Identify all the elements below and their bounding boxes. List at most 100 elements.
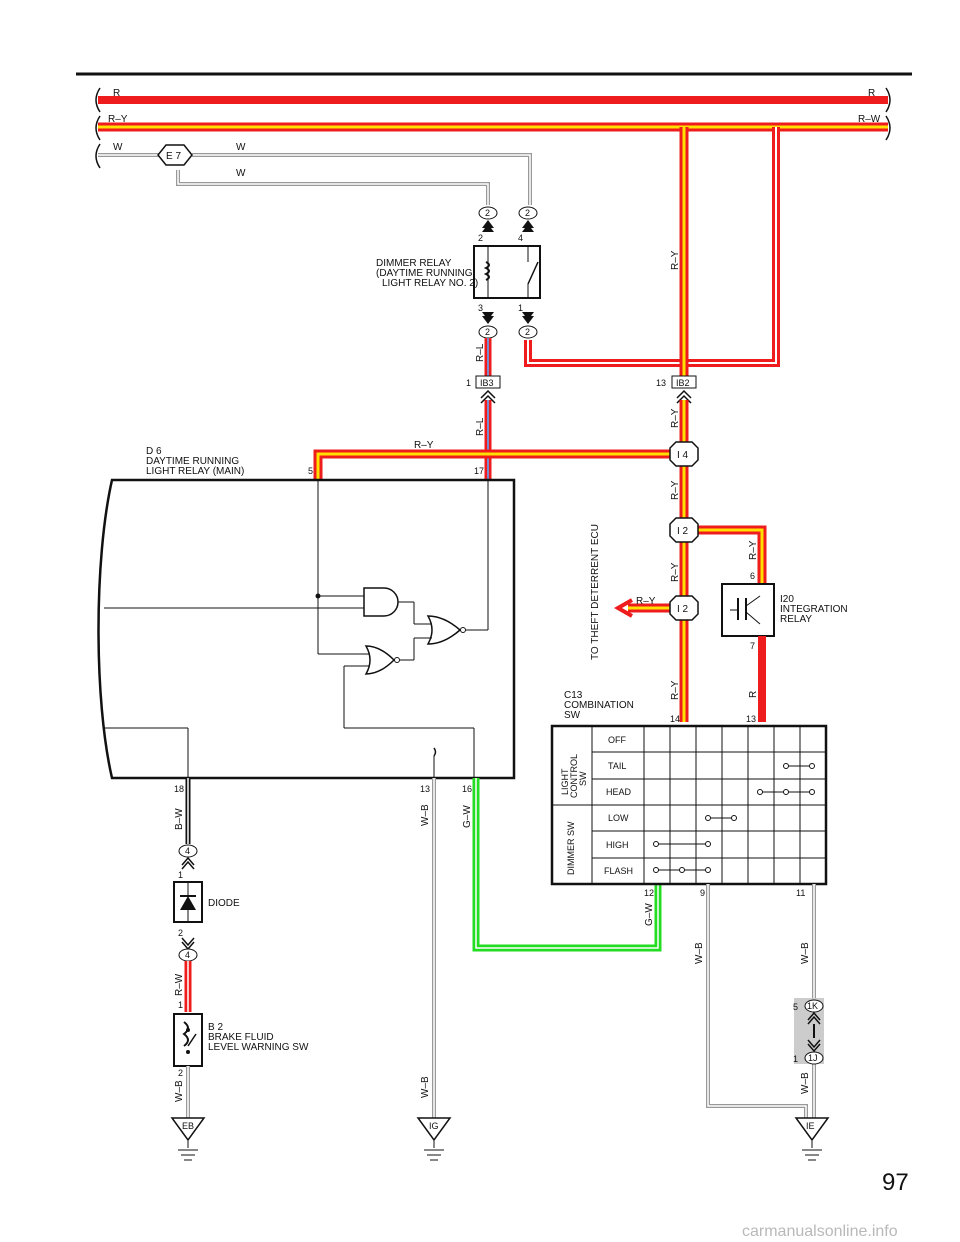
svg-text:1: 1 <box>178 870 183 880</box>
svg-text:RELAY: RELAY <box>780 614 812 625</box>
svg-text:2: 2 <box>178 928 183 938</box>
row-head: HEAD <box>606 787 632 797</box>
label-ry-i2a-below: R–Y <box>670 562 681 582</box>
svg-text:LIGHT: LIGHT <box>560 768 570 795</box>
label-ry-to-d6: R–Y <box>414 440 434 451</box>
label-wire-r-left: R <box>113 88 120 99</box>
svg-text:LEVEL WARNING SW: LEVEL WARNING SW <box>208 1042 309 1053</box>
svg-text:COMBINATION: COMBINATION <box>564 700 634 711</box>
dimmer-relay: 2 2 2 4 3 1 2 2 <box>473 206 541 339</box>
svg-text:EB: EB <box>182 1121 194 1131</box>
row-tail: TAIL <box>608 761 626 771</box>
wire-gw <box>472 778 662 952</box>
row-flash: FLASH <box>604 866 633 876</box>
svg-text:DIMMER RELAY: DIMMER RELAY <box>376 258 452 269</box>
junction-i2a: I 2 <box>669 517 699 543</box>
label-wire-wb-eb: W–B <box>174 1080 185 1102</box>
label-wire-gw-c13: G–W <box>644 903 655 926</box>
brake-fluid-switch <box>173 1013 203 1067</box>
label-wire-w-e7: W <box>236 142 246 153</box>
svg-text:4: 4 <box>185 846 190 856</box>
dimmer-relay-label: DIMMER RELAY (DAYTIME RUNNING LIGHT RELA… <box>376 258 478 289</box>
label-diode: DIODE <box>208 898 240 909</box>
pin-d6-13: 13 <box>420 784 430 794</box>
ground-ig: IG <box>416 1117 452 1161</box>
label-wire-ry-left: R–Y <box>108 114 128 125</box>
label-wire-wb-ie: W–B <box>800 1072 811 1094</box>
connector-e7: E 7 <box>157 144 193 166</box>
label-wire-w-lower: W <box>236 168 246 179</box>
label-wire-rw-right: R–W <box>858 114 881 125</box>
svg-text:7: 7 <box>750 641 755 651</box>
label-wire-wb-11: W–B <box>800 942 811 964</box>
pin-c13-14: 14 <box>670 714 680 724</box>
ground-eb: EB <box>170 1117 206 1161</box>
pin-c13-13: 13 <box>746 714 756 724</box>
svg-text:1J: 1J <box>808 1053 818 1063</box>
svg-text:C13: C13 <box>564 690 583 701</box>
integration-relay-label: I20 INTEGRATION RELAY <box>780 594 848 625</box>
svg-text:SW: SW <box>564 710 581 721</box>
svg-text:IB3: IB3 <box>480 378 494 388</box>
label-ry-theft: R–Y <box>636 596 656 607</box>
label-wire-w-left: W <box>113 142 123 153</box>
integration-relay: 6 7 <box>721 571 775 722</box>
b2-label: B 2 BRAKE FLUID LEVEL WARNING SW <box>208 1022 309 1053</box>
label-wire-rl-upper: R–L <box>475 343 486 362</box>
label-ry-i20: R–Y <box>748 540 759 560</box>
svg-text:2: 2 <box>485 208 490 218</box>
d6-relay-box <box>97 478 516 780</box>
svg-text:2: 2 <box>478 233 483 243</box>
svg-text:INTEGRATION: INTEGRATION <box>780 604 848 615</box>
combination-switch-table <box>550 724 828 886</box>
pin-d6-5: 5 <box>308 466 313 476</box>
label-ry-i4-below: R–Y <box>670 480 681 500</box>
svg-text:6: 6 <box>750 571 755 581</box>
svg-text:LIGHT RELAY NO. 2): LIGHT RELAY NO. 2) <box>382 278 478 289</box>
svg-text:I 2: I 2 <box>677 604 689 615</box>
label-ry-i2b-below: R–Y <box>670 680 681 700</box>
pin-d6-16: 16 <box>462 784 472 794</box>
connector-ib2: IB2 13 <box>656 375 697 404</box>
svg-text:CONTROL: CONTROL <box>569 754 579 798</box>
label-wire-wb-ig-top: W–B <box>420 804 431 826</box>
pin-b2-1: 1 <box>178 1000 183 1010</box>
label-wire-bw: B–W <box>174 808 185 830</box>
label-wire-r-right: R <box>868 88 875 99</box>
svg-text:IB2: IB2 <box>676 378 690 388</box>
label-wire-wb-ig-bottom: W–B <box>420 1076 431 1098</box>
svg-text:4: 4 <box>518 233 523 243</box>
label-r-i20: R <box>748 691 759 698</box>
pin-d6-18: 18 <box>174 784 184 794</box>
label-wire-gw-d6: G–W <box>462 805 473 828</box>
label-wire-ry-vertical: R–Y <box>670 250 681 270</box>
svg-text:1: 1 <box>518 303 523 313</box>
connector-ib3: IB3 1 <box>466 375 501 404</box>
wire-w-3 <box>176 170 490 205</box>
svg-text:I20: I20 <box>780 594 794 605</box>
svg-text:5: 5 <box>793 1002 798 1012</box>
wire-w-2 <box>192 153 532 205</box>
junction-1k-1j: 1K 5 1J 1 <box>793 998 824 1065</box>
d6-label: D 6 DAYTIME RUNNING LIGHT RELAY (MAIN) <box>146 446 244 477</box>
svg-text:IE: IE <box>806 1121 815 1131</box>
pin-b2-2: 2 <box>178 1068 183 1078</box>
pin-c13-11: 11 <box>796 888 805 898</box>
svg-text:E 7: E 7 <box>166 151 181 162</box>
svg-text:1K: 1K <box>807 1001 818 1011</box>
junction-i2b: I 2 <box>669 595 699 621</box>
pin-c13-12: 12 <box>644 888 654 898</box>
svg-text:B 2: B 2 <box>208 1022 223 1033</box>
svg-text:3: 3 <box>478 303 483 313</box>
svg-text:I 2: I 2 <box>677 526 689 537</box>
svg-text:DAYTIME RUNNING: DAYTIME RUNNING <box>146 456 239 467</box>
label-wire-rl-lower: R–L <box>475 417 486 436</box>
row-low: LOW <box>608 813 629 823</box>
svg-text:2: 2 <box>485 327 490 337</box>
wire-rw-branch <box>524 127 780 367</box>
svg-text:LIGHT RELAY (MAIN): LIGHT RELAY (MAIN) <box>146 466 244 477</box>
svg-text:4: 4 <box>185 950 190 960</box>
pin-c13-9: 9 <box>700 888 705 898</box>
svg-text:D 6: D 6 <box>146 446 162 457</box>
